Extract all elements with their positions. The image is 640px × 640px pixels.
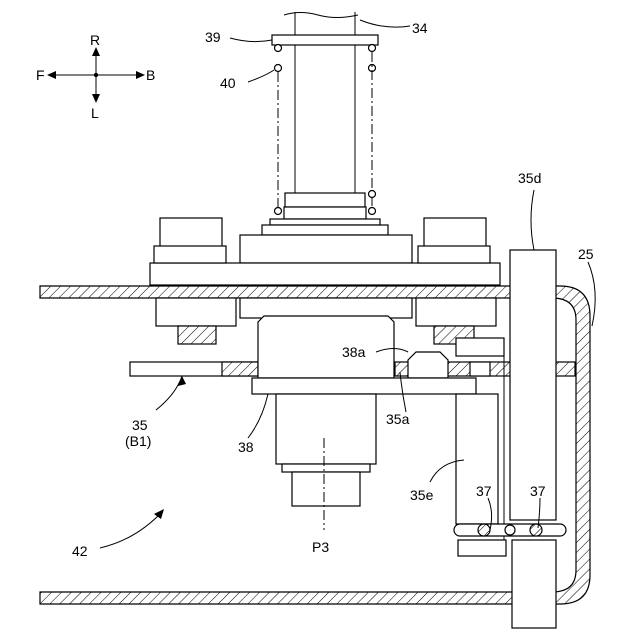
- spring-37: [454, 524, 566, 536]
- label-38a: 38a: [342, 344, 366, 360]
- label-38: 38: [238, 439, 254, 455]
- compass-right-label: B: [146, 67, 155, 83]
- label-35a: 35a: [386, 411, 410, 427]
- compass-up-label: R: [90, 32, 100, 48]
- label-25: 25: [578, 246, 594, 262]
- label-42: 42: [72, 543, 88, 559]
- label-b1: (B1): [125, 433, 151, 449]
- label-p3: P3: [312, 539, 329, 555]
- shaft-34: [262, 12, 388, 235]
- compass-left-label: F: [36, 67, 45, 83]
- direction-compass: R L F B: [36, 32, 155, 121]
- label-35: 35: [132, 417, 148, 433]
- label-34: 34: [412, 20, 428, 36]
- label-37-left: 37: [476, 483, 492, 499]
- label-35e: 35e: [410, 487, 434, 503]
- post-35d: [510, 250, 556, 628]
- label-37-right: 37: [530, 483, 546, 499]
- compass-down-label: L: [91, 105, 99, 121]
- label-40: 40: [220, 75, 236, 91]
- label-35d: 35d: [518, 170, 541, 186]
- label-39: 39: [205, 29, 221, 45]
